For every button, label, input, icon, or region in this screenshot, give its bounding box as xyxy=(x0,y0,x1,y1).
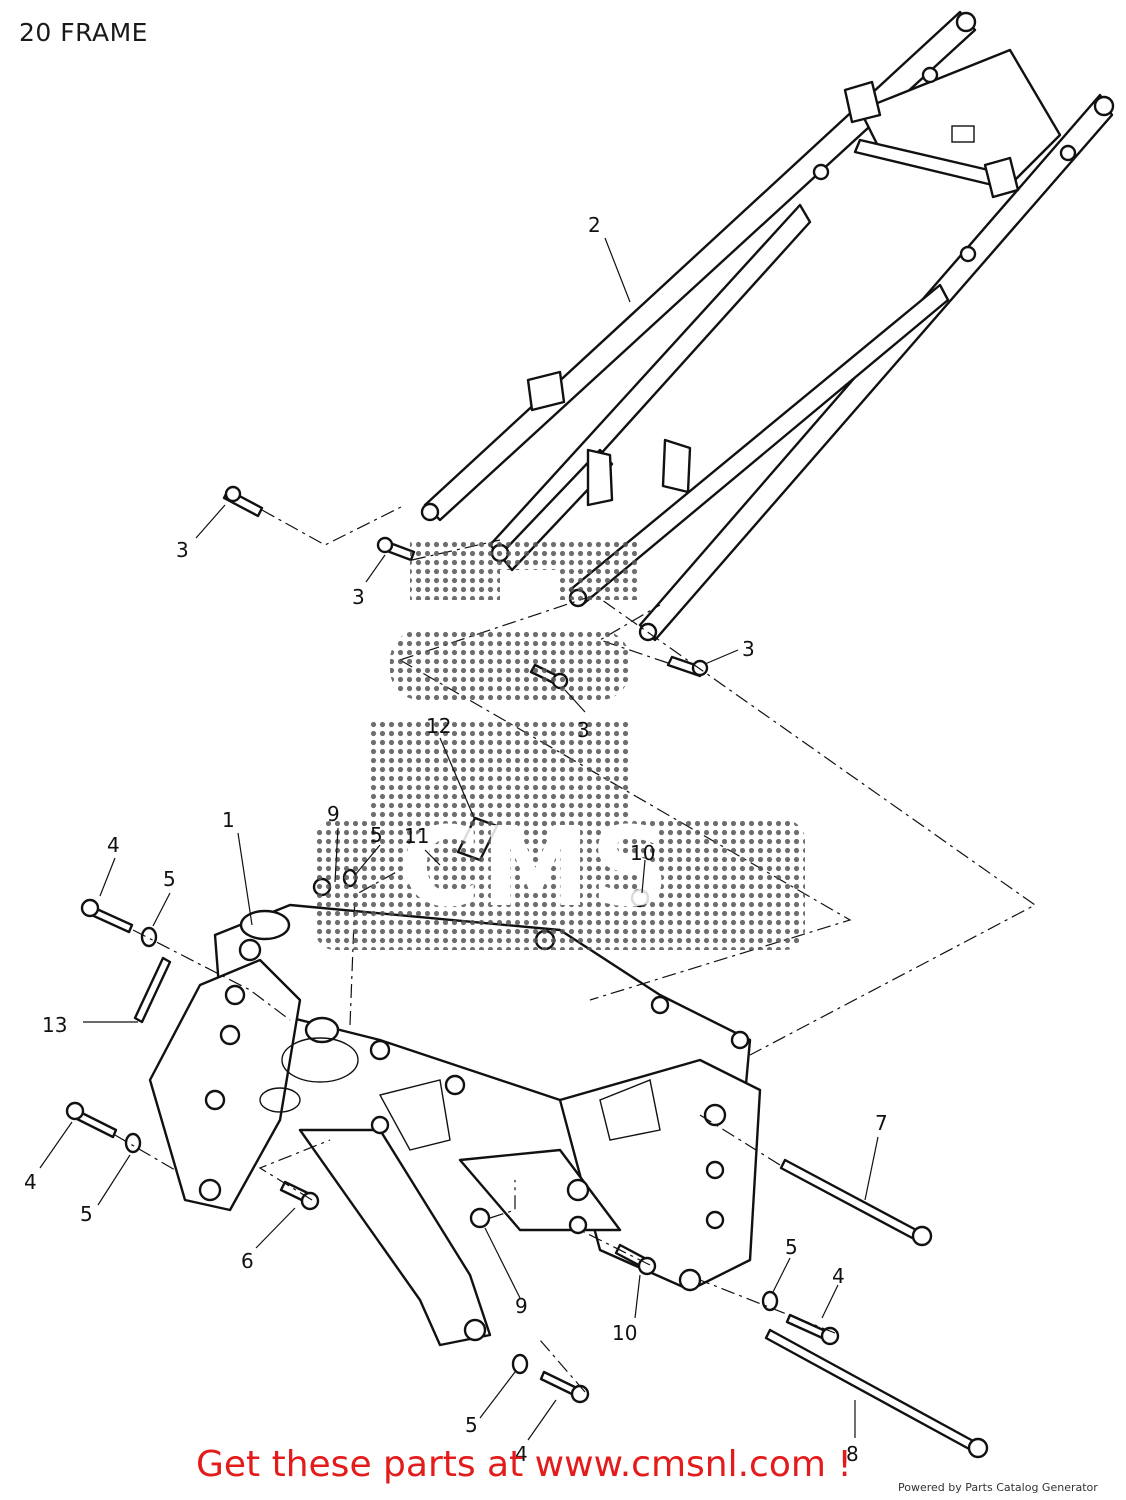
callout-7: 7 xyxy=(875,1111,888,1135)
callout-1: 1 xyxy=(222,808,235,832)
callout-12: 12 xyxy=(426,714,451,738)
callout-13: 13 xyxy=(42,1013,67,1037)
callout-5-e: 5 xyxy=(370,823,383,847)
callout-4-a: 4 xyxy=(107,833,120,857)
callout-10-a: 10 xyxy=(630,841,655,865)
powered-by-credit: Powered by Parts Catalog Generator xyxy=(898,1481,1098,1494)
leader-lines xyxy=(39,237,879,1441)
callout-3-a: 3 xyxy=(176,538,189,562)
callout-8: 8 xyxy=(846,1442,859,1466)
callout-5-b: 5 xyxy=(80,1202,93,1226)
get-parts-link[interactable]: Get these parts at www.cmsnl.com ! xyxy=(196,1444,852,1485)
diagram-title: 20 FRAME xyxy=(19,18,148,47)
callout-10-b: 10 xyxy=(612,1321,637,1345)
callout-5-c: 5 xyxy=(785,1235,798,1259)
callout-4-c: 4 xyxy=(832,1264,845,1288)
callout-3-c: 3 xyxy=(742,637,755,661)
callout-4-d: 4 xyxy=(515,1442,528,1466)
main-frame xyxy=(148,903,762,1347)
watermark-text: CMS xyxy=(400,803,669,931)
callout-3-b: 3 xyxy=(352,585,365,609)
callout-6: 6 xyxy=(241,1249,254,1273)
callout-9-a: 9 xyxy=(327,802,340,826)
callout-3-d: 3 xyxy=(577,718,590,742)
rear-subframe xyxy=(420,10,1115,642)
callout-11: 11 xyxy=(404,824,429,848)
callout-9-b: 9 xyxy=(515,1294,528,1318)
watermark: CMS xyxy=(315,540,805,950)
callout-labels: 2 3 3 3 3 1 4 5 13 4 5 6 7 5 4 10 9 5 4 … xyxy=(24,213,888,1466)
fasteners xyxy=(65,485,989,1459)
callout-4-b: 4 xyxy=(24,1170,37,1194)
callout-5-d: 5 xyxy=(465,1413,478,1437)
callout-2: 2 xyxy=(588,213,601,237)
callout-5-a: 5 xyxy=(163,867,176,891)
